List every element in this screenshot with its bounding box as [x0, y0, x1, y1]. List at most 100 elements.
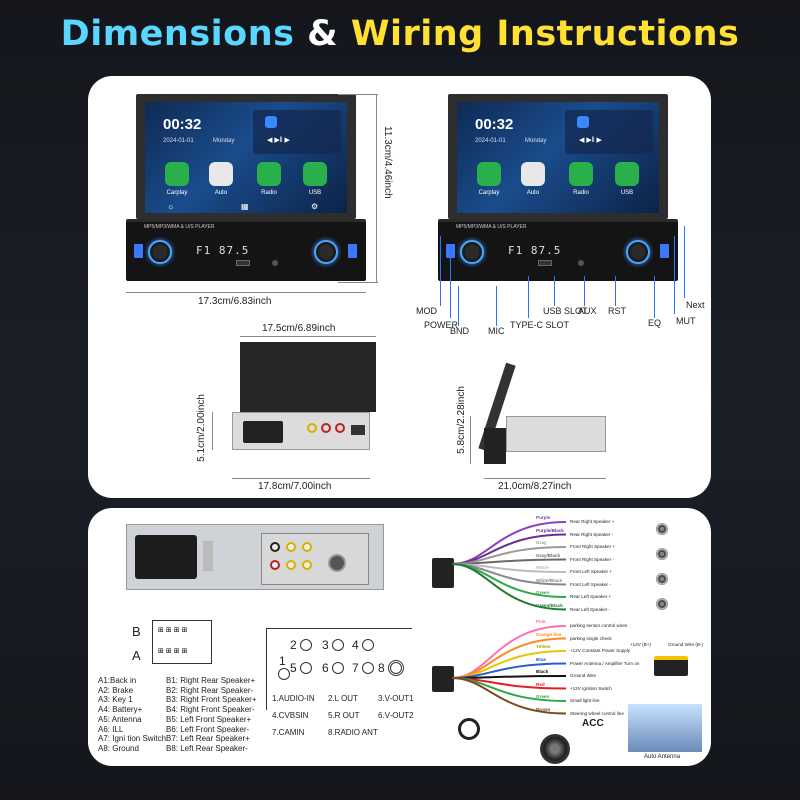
screen-day: Monday — [213, 138, 235, 144]
wire-color-name: Purple — [536, 515, 551, 520]
front-width-dimension: 17.3cm/6.83inch — [198, 296, 272, 307]
volume-knob — [148, 240, 172, 264]
ignition-icon — [540, 734, 570, 764]
faceplate: MP5/MP3/WMA & U/S PLAYER F1 87.5 — [126, 219, 366, 281]
wire-color-name: Gray — [536, 540, 547, 545]
callout-bnd: BND — [450, 326, 470, 336]
speaker-wires — [451, 521, 567, 611]
rear-connector-photo — [126, 524, 384, 590]
acc-label: ACC — [582, 718, 604, 729]
back-width-dimension: 17.8cm/7.00inch — [258, 481, 332, 492]
unit-screen: 00:32 2024-01-01 Monday ◀ ▶ǁ ▶ Carplay A… — [136, 94, 356, 219]
wire-function-label: Rear Left Speaker - — [570, 606, 611, 612]
settings-icon: ⚙ — [311, 202, 319, 211]
wire-function-label: Ground Wire — [570, 673, 597, 678]
wire-color-name: White/Black — [536, 577, 563, 583]
side-height-dimension: 5.8cm/2.28inch — [456, 386, 467, 454]
speaker-icon — [656, 598, 668, 610]
radio-icon — [257, 162, 281, 186]
side-faceplate — [484, 428, 506, 464]
back-height-dimension: 5.1cm/2.00inch — [196, 394, 207, 462]
aux-jack — [272, 260, 278, 266]
wire-color-name: Black — [536, 669, 549, 674]
side-width-dimension: 21.0cm/8.27inch — [498, 481, 572, 492]
usb-icon — [615, 162, 639, 186]
brightness-icon: ☼ — [167, 202, 175, 211]
wire-function-label: Front Left Speaker - — [570, 581, 611, 587]
wire-function-label: Rear Left Speaker + — [570, 594, 612, 599]
wire-function-label: Power Antenna / Amplifier Turn on — [570, 660, 640, 666]
wire-color-name: Orange line — [536, 631, 562, 637]
usb-icon — [303, 162, 327, 186]
radio-display: F1 87.5 — [196, 244, 250, 257]
tune-knob — [314, 240, 338, 264]
wire-function-label: Small light line — [570, 698, 600, 703]
head-unit-front-right: 00:32 2024-01-01 Monday ◀ ▶ǁ ▶ Carplay A… — [438, 94, 678, 284]
wire-color-name: Purple/Black — [536, 527, 564, 533]
mod-button — [134, 244, 143, 258]
chassis-top — [240, 342, 376, 412]
player-controls-icon: ◀ ▶ǁ ▶ — [267, 137, 290, 144]
callout-mod: MOD — [416, 306, 437, 316]
rca-legend-box — [266, 628, 412, 710]
power-wire — [451, 677, 567, 715]
wire-function-label: +12V Ignition Switch — [570, 685, 612, 691]
wire-color-name: Green — [536, 694, 550, 699]
speaker-icon — [656, 523, 668, 535]
wire-function-label: Front Right Speaker - — [570, 556, 614, 562]
callout-typec: TYPE-C SLOT — [510, 320, 570, 330]
wire-color-name: Red — [536, 681, 545, 687]
rca-block — [261, 533, 369, 585]
speaker-icon — [656, 548, 668, 560]
wire-color-name: Gray/Black — [536, 552, 561, 558]
steering-wheel-icon — [458, 718, 480, 740]
carplay-icon — [477, 162, 501, 186]
callout-aux: AUX — [578, 306, 597, 316]
side-chassis — [506, 416, 606, 452]
wire-function-label: parking sensor control wires — [570, 623, 628, 628]
next-button — [348, 244, 357, 258]
battery-icon — [654, 656, 688, 676]
callout-mut: MUT — [676, 316, 696, 326]
callout-eq: EQ — [648, 318, 662, 328]
antenna-photo — [628, 704, 702, 752]
wire-function-label: parking single check — [570, 635, 612, 641]
wiring-panel: B A ⊞⊞⊞⊞ ⊞⊞⊞⊞ A1:Back in A2: Brake A3: K… — [88, 508, 711, 766]
callout-usb: USB SLOT — [543, 306, 588, 316]
iso-connector — [135, 535, 197, 579]
a-pin-list: A1:Back in A2: Brake A3: Key 1 A4: Batte… — [98, 676, 167, 753]
pin-diagram: ⊞⊞⊞⊞ ⊞⊞⊞⊞ — [152, 620, 212, 664]
speaker-harness-plug — [432, 558, 454, 588]
iso-connector — [243, 421, 283, 443]
wire-function-label: +12V Constant Power Supply — [570, 648, 631, 653]
back-panel — [232, 412, 370, 450]
usb-slot — [236, 260, 250, 266]
wire-function-label: Steering wheel control line — [570, 710, 624, 716]
power-wires — [451, 625, 567, 715]
wire-function-label: Front Left Speaker + — [570, 569, 613, 574]
music-icon — [265, 116, 277, 128]
callout-mic: MIC — [488, 326, 505, 336]
wire-function-label: Rear Right Speaker + — [570, 519, 615, 524]
callout-power: POWER — [424, 320, 459, 330]
player-controls-icon: ◀ ▶ǁ ▶ — [579, 137, 602, 144]
dimensions-panel: 00:32 2024-01-01 Monday ◀ ▶ǁ ▶ Carplay A… — [88, 76, 711, 498]
carplay-icon — [165, 162, 189, 186]
wire-color-name: Green — [536, 590, 550, 595]
top-width-dimension: 17.5cm/6.89inch — [262, 323, 336, 334]
speaker-icon — [656, 573, 668, 585]
callout-rst: RST — [608, 306, 626, 316]
android-auto-icon — [521, 162, 545, 186]
music-widget: ◀ ▶ǁ ▶ — [253, 110, 341, 154]
wire-color-name: Blue — [536, 656, 546, 662]
wire-function-label: Front Right Speaker + — [570, 544, 616, 549]
page-title: Dimensions & Wiring Instructions — [60, 14, 740, 54]
wire-color-name: Green/Black — [536, 602, 563, 608]
power-harness-plug — [432, 666, 454, 692]
wire-color-name: Yellow — [536, 644, 551, 649]
callout-next: Next — [686, 300, 705, 310]
b-pin-list: B1: Right Rear Speaker+ B2: Right Rear S… — [166, 676, 257, 753]
radio-icon — [569, 162, 593, 186]
android-auto-icon — [209, 162, 233, 186]
wire-color-name: White — [536, 565, 549, 570]
